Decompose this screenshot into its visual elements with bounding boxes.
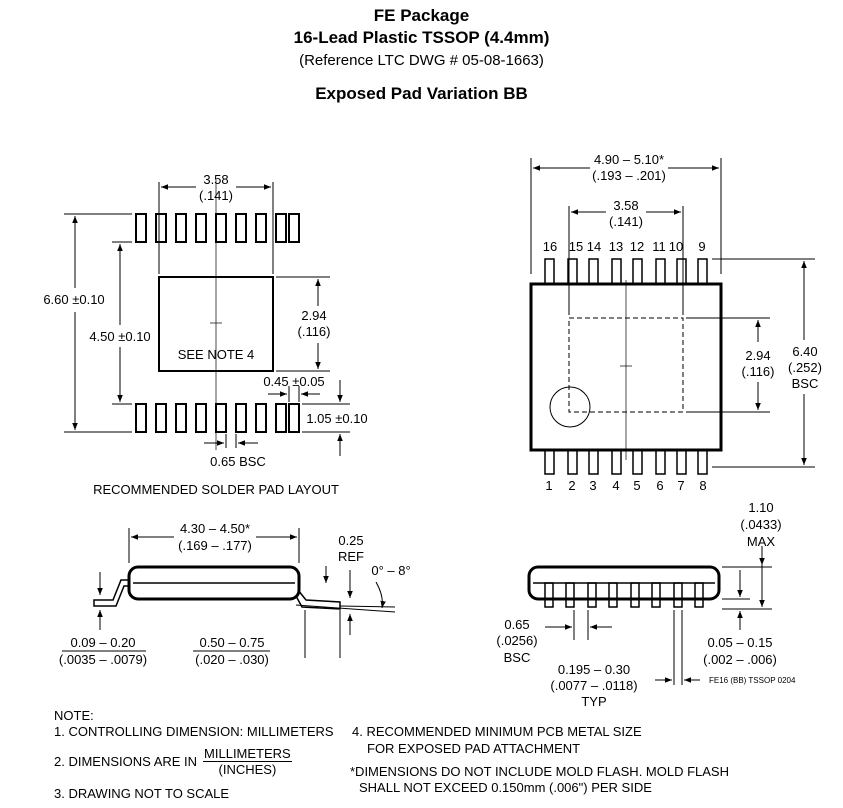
note-2-denominator: (INCHES) (218, 762, 277, 777)
solder-dim-pad-mm: 2.94 (301, 308, 326, 323)
solder-dim-pitch: 0.65 BSC (210, 454, 266, 469)
side-dim-ref-lbl: REF (338, 549, 364, 564)
drawing-id-label: FE16 (BB) TSSOP 0204 (709, 676, 796, 685)
side-dim-lead-t-mm: 0.09 – 0.20 (70, 635, 135, 650)
end-dim-h-max: MAX (747, 534, 776, 549)
pin-label-5: 5 (633, 478, 640, 493)
side-dim-foot-in: (.020 – .030) (195, 652, 269, 667)
end-dim-lead-w-in: (.0077 – .0118) (550, 678, 637, 693)
solder-dim-top-mm: 3.58 (203, 172, 228, 187)
end-dim-h-mm: 1.10 (748, 500, 773, 515)
pin-numbers-top: 16 15 14 13 12 11 10 9 (543, 239, 706, 254)
pin-label-1: 1 (545, 478, 552, 493)
pin-label-10: 10 (669, 239, 683, 254)
note-3: 3. DRAWING NOT TO SCALE (54, 786, 230, 801)
package-title: FE Package (373, 6, 470, 25)
side-dim-body-mm: 4.30 – 4.50* (180, 521, 250, 536)
pin-label-8: 8 (699, 478, 706, 493)
pin-label-3: 3 (589, 478, 596, 493)
top-dim-len-mm: 4.90 – 5.10* (594, 152, 664, 167)
package-body-side (127, 565, 301, 601)
pin-label-12: 12 (630, 239, 644, 254)
note-5-line-1: *DIMENSIONS DO NOT INCLUDE MOLD FLASH. M… (350, 764, 729, 779)
pin-label-11: 11 (652, 239, 666, 254)
solder-layout-labels: 3.58 (.141) 6.60 ±0.10 4.50 ±0.10 2.94 (… (43, 172, 367, 497)
reference-drawing: (Reference LTC DWG # 05-08-1663) (299, 52, 544, 69)
top-dim-width-bsc: BSC (792, 376, 819, 391)
solder-dim-pad-in: (.116) (298, 324, 331, 339)
solder-dim-inner: 4.50 ±0.10 (89, 329, 150, 344)
end-view (527, 546, 772, 685)
end-dim-standoff-in: (.002 – .006) (703, 652, 777, 667)
top-dim-width-in: (.252) (788, 360, 822, 375)
side-dim-foot-mm: 0.50 – 0.75 (199, 635, 264, 650)
pin-numbers-bottom: 1 2 3 4 5 6 7 8 (545, 478, 706, 493)
note-5-line-2: SHALL NOT EXCEED 0.150mm (.006") PER SID… (359, 780, 652, 795)
top-view-leads-upper (544, 258, 708, 285)
note-4-line-2: FOR EXPOSED PAD ATTACHMENT (367, 741, 581, 756)
solder-layout-caption: RECOMMENDED SOLDER PAD LAYOUT (93, 482, 339, 497)
notes-heading: NOTE: (54, 708, 94, 723)
side-view (62, 528, 396, 658)
solder-dim-top-in: (.141) (199, 188, 233, 203)
end-dim-standoff-mm: 0.05 – 0.15 (707, 635, 772, 650)
side-dim-lead-t-in: (.0035 – .0079) (59, 652, 147, 667)
top-dim-width-mm: 6.40 (792, 344, 817, 359)
side-dim-ref-val: 0.25 (338, 533, 363, 548)
end-view-leads (544, 582, 704, 608)
end-dim-lead-w-mm: 0.195 – 0.30 (558, 662, 630, 677)
solder-dim-pad-length: 1.05 ±0.10 (306, 411, 367, 426)
top-dim-len-in: (.193 – .201) (592, 168, 666, 183)
top-solder-pads (135, 213, 300, 243)
note-2-numerator: MILLIMETERS (203, 746, 292, 762)
pin-label-13: 13 (609, 239, 623, 254)
pin1-indicator (549, 386, 591, 428)
top-view-leads-lower (544, 449, 708, 475)
see-note-label: SEE NOTE 4 (178, 347, 255, 362)
solder-pad-layout (64, 180, 350, 456)
pin-label-6: 6 (656, 478, 663, 493)
top-dim-pad-in: (.141) (609, 214, 643, 229)
package-body-end (527, 565, 721, 601)
end-dim-lead-w-typ: TYP (581, 694, 606, 709)
pin-label-15: 15 (569, 239, 583, 254)
side-angle-label: 0° – 8° (371, 563, 410, 578)
top-view-labels: 4.90 – 5.10* (.193 – .201) 3.58 (.141) 1… (543, 152, 822, 493)
package-subtitle: 16-Lead Plastic TSSOP (4.4mm) (293, 28, 550, 47)
note-2: 2. DIMENSIONS ARE IN MILLIMETERS (INCHES… (54, 746, 292, 777)
end-dim-pitch-in: (.0256) (496, 633, 537, 648)
solder-dim-pad-width: 0.45 ±0.05 (263, 374, 324, 389)
pin-label-7: 7 (677, 478, 684, 493)
note-2-fraction: MILLIMETERS (INCHES) (203, 746, 292, 777)
end-dim-h-in: (.0433) (740, 517, 781, 532)
end-dim-pitch-bsc: BSC (504, 650, 531, 665)
end-dim-pitch-mm: 0.65 (504, 617, 529, 632)
pin-label-16: 16 (543, 239, 557, 254)
pin-label-14: 14 (587, 239, 601, 254)
pin-label-4: 4 (612, 478, 619, 493)
solder-dim-outer: 6.60 ±0.10 (43, 292, 104, 307)
side-view-labels: 4.30 – 4.50* (.169 – .177) 0.25 REF 0° –… (59, 521, 411, 667)
note-2-prefix: 2. DIMENSIONS ARE IN (54, 754, 198, 769)
side-dim-body-in: (.169 – .177) (178, 538, 252, 553)
top-view (529, 158, 815, 475)
note-1: 1. CONTROLLING DIMENSION: MILLIMETERS (54, 724, 334, 739)
top-dim-pad-h-mm: 2.94 (745, 348, 770, 363)
pin-label-2: 2 (568, 478, 575, 493)
end-view-labels: 1.10 (.0433) MAX 0.65 (.0256) BSC 0.195 … (496, 500, 796, 709)
variation-title: Exposed Pad Variation BB (315, 84, 528, 103)
bottom-solder-pads (135, 403, 300, 433)
top-dim-pad-mm: 3.58 (613, 198, 638, 213)
left-gull-wing-lead (93, 579, 130, 607)
top-dim-pad-h-in: (.116) (742, 364, 775, 379)
pin-label-9: 9 (698, 239, 705, 254)
note-4-line-1: 4. RECOMMENDED MINIMUM PCB METAL SIZE (352, 724, 642, 739)
